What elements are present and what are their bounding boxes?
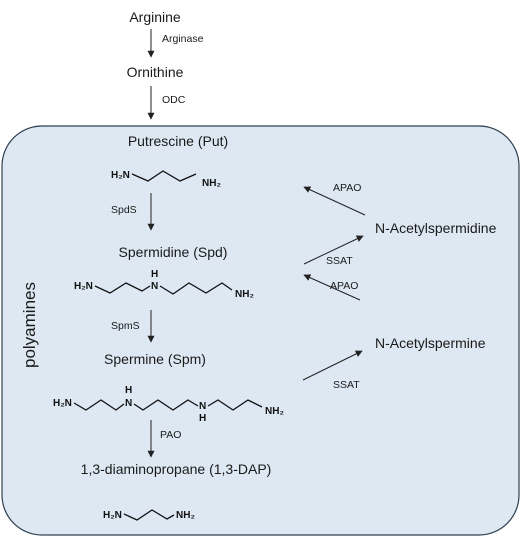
spm-n1: N: [125, 398, 132, 409]
n-acetylspermine-label: N-Acetylspermine: [375, 335, 486, 351]
enzyme-ssat-1: SSAT: [326, 255, 353, 267]
enzyme-arginase: Arginase: [162, 33, 204, 45]
put-nh2: NH₂: [202, 178, 221, 189]
spd-n: N: [151, 281, 158, 292]
polyamines-compartment: [1, 125, 520, 536]
spermidine-structure: H₂N H N NH₂: [74, 269, 254, 300]
spermine-label: Spermine (Spm): [104, 351, 206, 367]
put-h2n: H₂N: [111, 170, 130, 181]
dap-nh2: NH₂: [176, 510, 195, 521]
compartment-label: polyamines: [20, 282, 39, 368]
enzyme-pao: PAO: [160, 429, 181, 441]
dap-label: 1,3-diaminopropane (1,3-DAP): [81, 461, 272, 477]
spm-n2: N: [199, 401, 206, 412]
putrescine-label: Putrescine (Put): [128, 133, 228, 149]
arrow-ssat-spermidine-to-acetyl: [303, 235, 364, 265]
enzyme-apao-2: APAO: [330, 280, 358, 292]
enzyme-ssat-2: SSAT: [333, 379, 360, 391]
spm-h2: H: [199, 413, 206, 424]
arginine-label: Arginine: [129, 9, 181, 25]
enzyme-spds: SpdS: [111, 204, 137, 216]
dap-h2n: H₂N: [103, 510, 122, 521]
spd-h2n: H₂N: [74, 281, 93, 292]
ornithine-label: Ornithine: [127, 64, 184, 80]
dap-structure: H₂N NH₂: [103, 509, 195, 521]
enzyme-apao-1: APAO: [333, 182, 361, 194]
spm-h2n: H₂N: [53, 398, 72, 409]
spd-nh2: NH₂: [235, 289, 254, 300]
arrow-apao-to-putrescine: [303, 186, 366, 216]
spd-h: H: [151, 269, 158, 280]
spm-h1: H: [125, 385, 132, 396]
enzyme-spms: SpmS: [111, 320, 140, 332]
spermidine-label: Spermidine (Spd): [119, 244, 228, 260]
spm-nh2: NH₂: [265, 406, 284, 417]
enzyme-odc: ODC: [162, 94, 186, 106]
putrescine-structure: H₂N NH₂: [111, 170, 221, 189]
arrow-ssat-spermine-to-acetyl: [302, 350, 363, 381]
spermine-structure: H₂N H N N H NH₂: [53, 385, 284, 424]
arrow-apao-to-spermidine: [303, 274, 361, 301]
n-acetylspermidine-label: N-Acetylspermidine: [375, 220, 497, 236]
